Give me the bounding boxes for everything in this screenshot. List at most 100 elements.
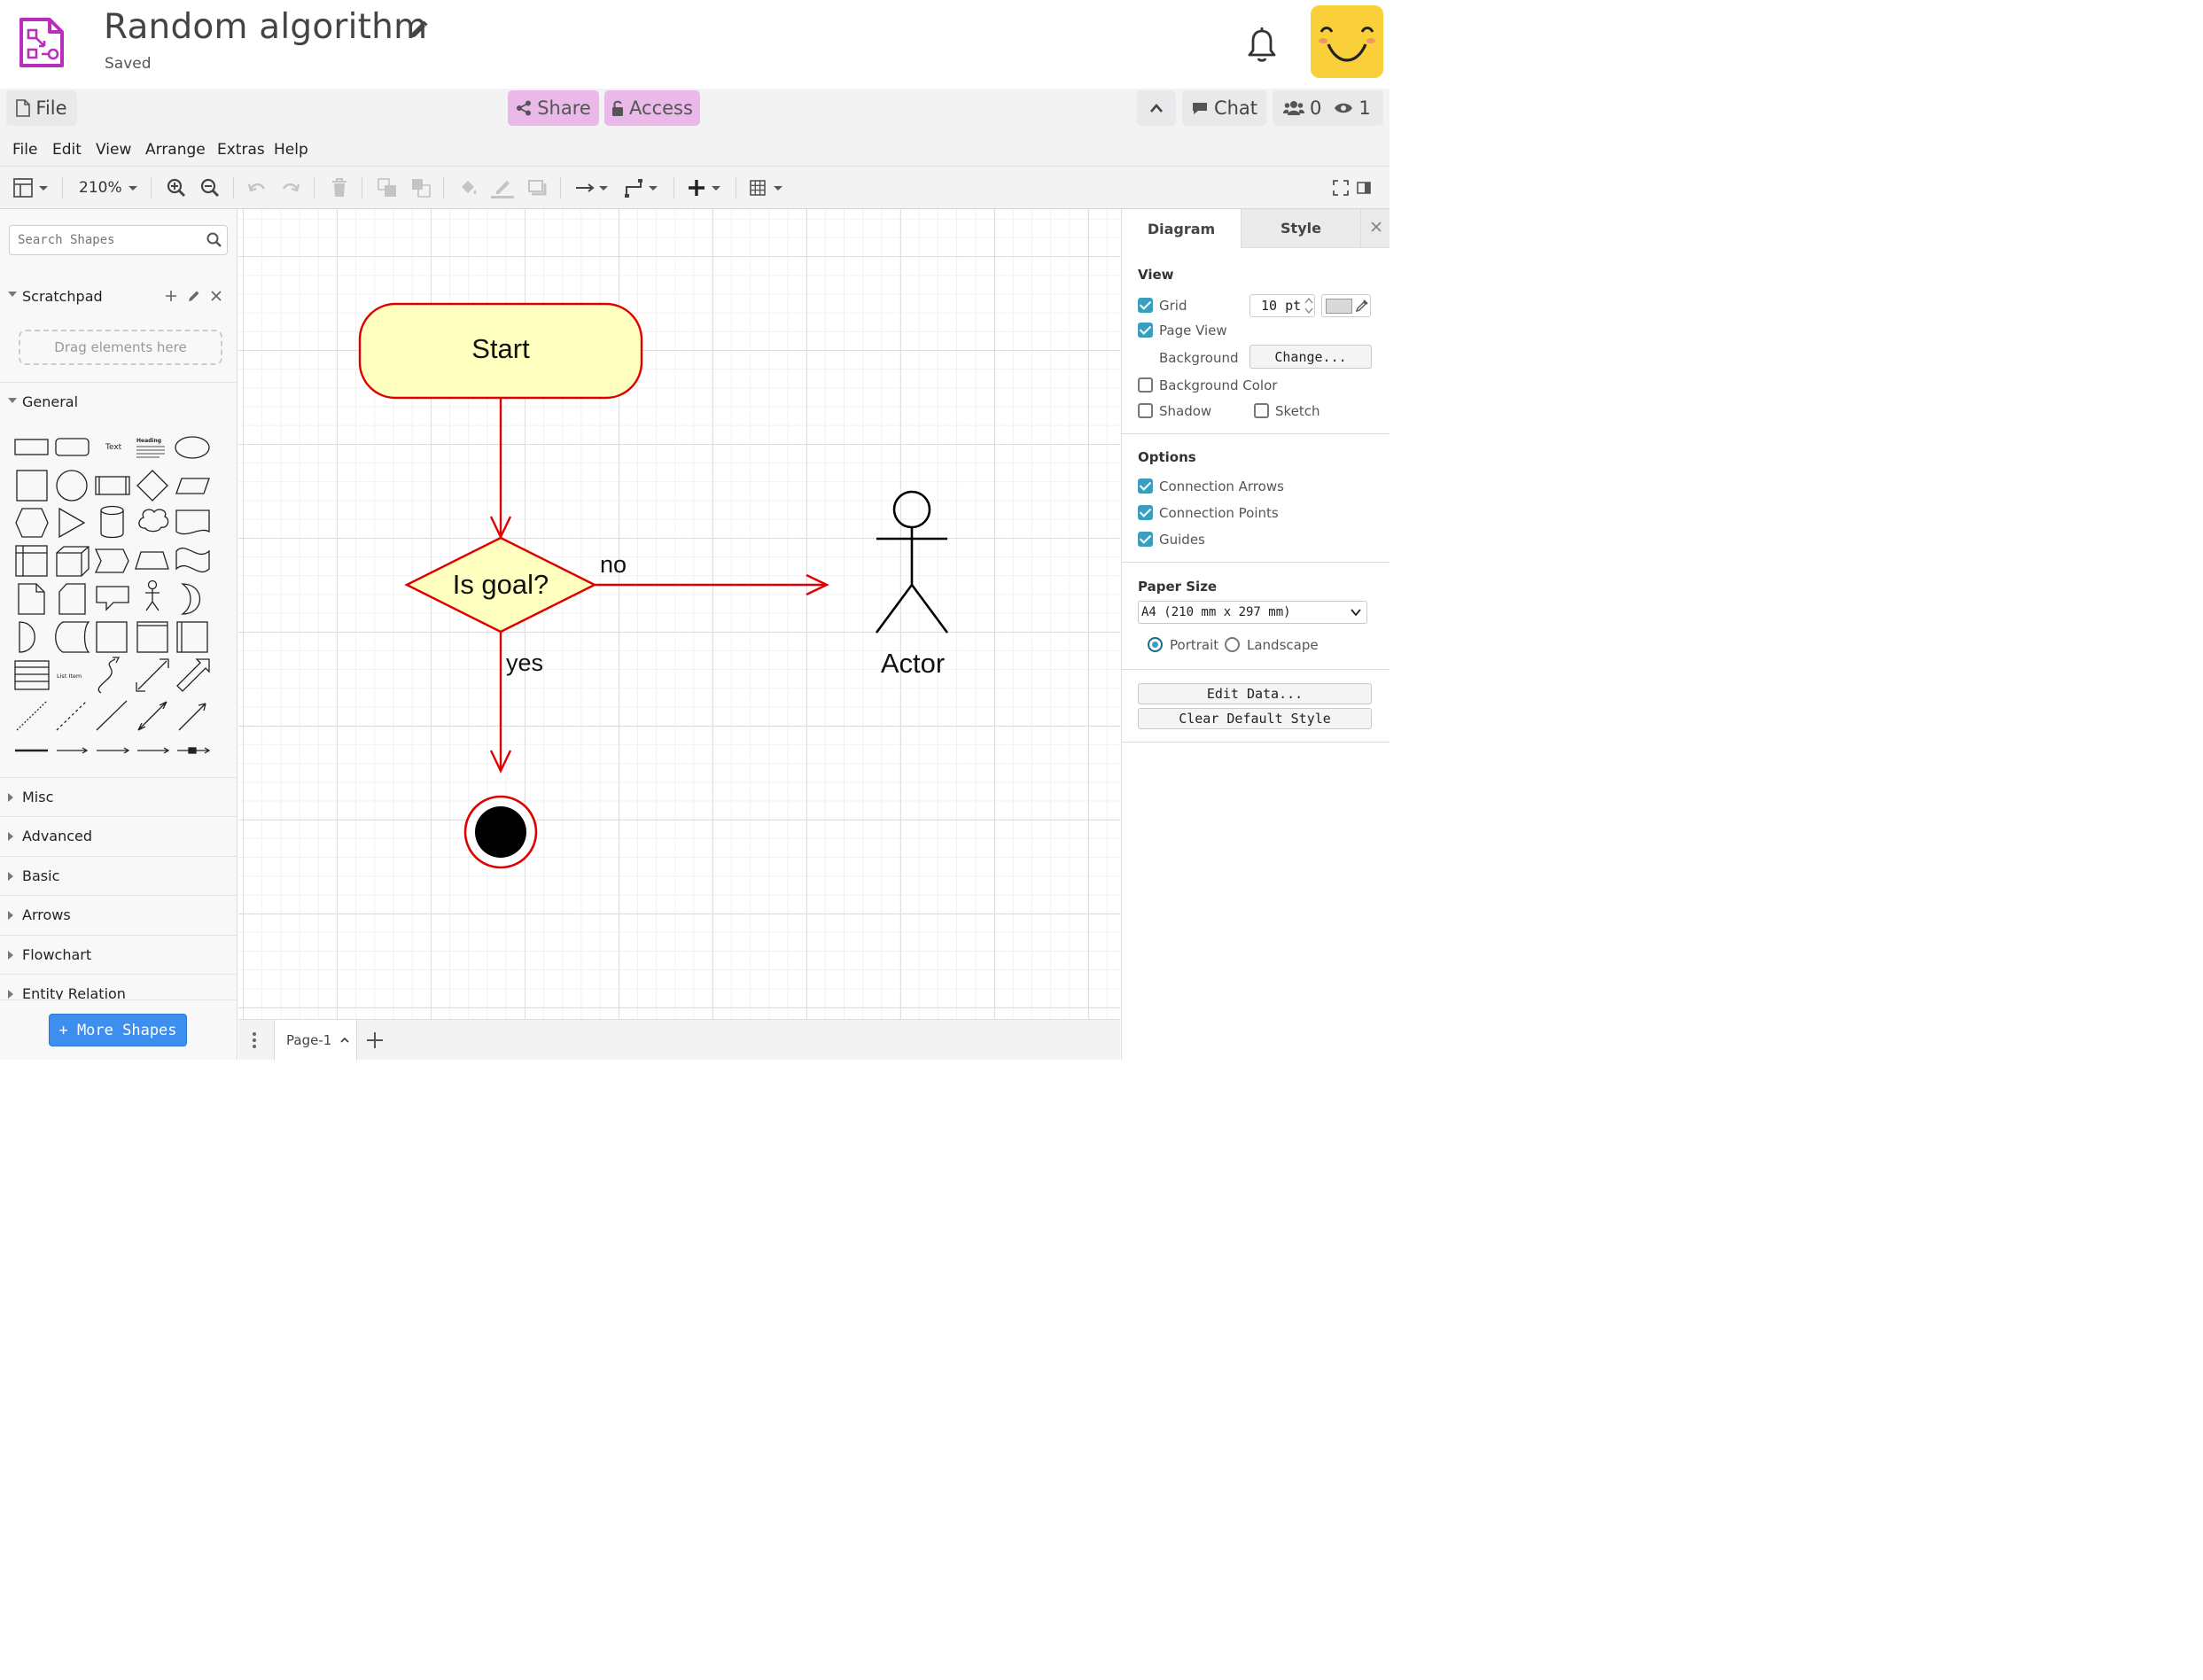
shadow-label: Shadow xyxy=(1159,403,1212,419)
background-label: Background xyxy=(1159,350,1239,366)
edge-arrowhead xyxy=(489,750,512,774)
toggle-format-panel-button[interactable] xyxy=(1356,177,1372,198)
change-background-button[interactable]: Change... xyxy=(1249,345,1372,369)
viewers-count: 1 xyxy=(1358,97,1371,119)
sidebar-section-flowchart[interactable]: Flowchart xyxy=(0,935,237,974)
insert-dropdown[interactable] xyxy=(687,177,724,198)
page-menu-icon[interactable] xyxy=(249,1031,260,1050)
app-logo-icon[interactable] xyxy=(18,18,66,67)
collaborators-button[interactable]: 0 1 xyxy=(1273,90,1383,126)
edit-data-button[interactable]: Edit Data... xyxy=(1138,683,1372,704)
connection-points-checkbox[interactable] xyxy=(1138,505,1153,520)
access-button[interactable]: Access xyxy=(604,90,700,126)
chevron-up-icon xyxy=(1150,104,1163,113)
section-label: Misc xyxy=(22,789,54,805)
shadow-button[interactable] xyxy=(527,177,547,198)
actor-node[interactable] xyxy=(875,490,949,634)
waypoints-dropdown[interactable] xyxy=(624,177,661,198)
zoom-in-icon xyxy=(167,178,185,197)
undo-icon xyxy=(247,183,266,192)
connection-style-dropdown[interactable] xyxy=(574,177,611,198)
fill-color-button[interactable] xyxy=(458,177,479,198)
sketch-label: Sketch xyxy=(1275,403,1320,419)
sidebar-section-misc[interactable]: Misc xyxy=(0,777,237,816)
zoom-dropdown[interactable]: 210% xyxy=(79,177,144,198)
save-status: Saved xyxy=(105,55,152,73)
add-icon[interactable] xyxy=(165,290,177,302)
to-back-button[interactable] xyxy=(411,177,431,198)
end-node-core xyxy=(475,806,526,858)
notification-bell-icon[interactable] xyxy=(1241,23,1283,66)
grid-size-input[interactable]: 10 pt xyxy=(1249,294,1315,317)
edit-pencil-icon[interactable] xyxy=(187,289,201,303)
page-view-checkbox[interactable] xyxy=(1138,323,1153,338)
collapse-header-button[interactable] xyxy=(1137,90,1176,126)
redo-button[interactable] xyxy=(281,177,300,198)
app-header: Random algorithm Saved xyxy=(0,0,1390,89)
undo-button[interactable] xyxy=(247,177,267,198)
general-header[interactable]: General xyxy=(0,382,237,421)
actor-label: Actor xyxy=(881,648,945,679)
eyedropper-icon xyxy=(1355,299,1368,313)
zoom-out-icon xyxy=(200,178,219,197)
document-title[interactable]: Random algorithm xyxy=(104,7,428,47)
arrow-right-icon xyxy=(576,183,608,192)
scratchpad-drop-zone[interactable]: Drag elements here xyxy=(19,330,222,365)
connection-arrows-checkbox[interactable] xyxy=(1138,478,1153,494)
scratchpad-title: Scratchpad xyxy=(22,287,103,305)
menu-edit[interactable]: Edit xyxy=(52,141,82,159)
more-shapes-button[interactable]: + More Shapes xyxy=(49,1014,187,1046)
portrait-radio[interactable] xyxy=(1148,637,1163,652)
connection-arrows-label: Connection Arrows xyxy=(1159,478,1284,494)
delete-button[interactable] xyxy=(331,177,348,198)
user-avatar[interactable] xyxy=(1311,5,1383,78)
zoom-in-button[interactable] xyxy=(167,177,186,198)
guides-checkbox[interactable] xyxy=(1138,532,1153,547)
paper-size-select[interactable]: A4 (210 mm x 297 mm) xyxy=(1138,601,1367,624)
sidebar-section-arrows[interactable]: Arrows xyxy=(0,895,237,934)
close-panel-icon[interactable] xyxy=(1371,222,1382,232)
zoom-out-button[interactable] xyxy=(200,177,220,198)
diagram-canvas[interactable]: Start Is goal? no yes Actor xyxy=(238,209,1120,1019)
menu-bar: File Edit View Arrange Extras Help xyxy=(0,133,1390,167)
menu-extras[interactable]: Extras xyxy=(217,141,265,159)
clear-default-style-button[interactable]: Clear Default Style xyxy=(1138,708,1372,729)
menu-help[interactable]: Help xyxy=(274,141,308,159)
fullscreen-button[interactable] xyxy=(1332,177,1350,198)
menu-arrange[interactable]: Arrange xyxy=(145,141,206,159)
section-label: Flowchart xyxy=(22,946,92,963)
menu-view[interactable]: View xyxy=(96,141,132,159)
sketch-checkbox[interactable] xyxy=(1254,403,1269,418)
add-page-icon[interactable] xyxy=(365,1031,385,1050)
sidebar-section-basic[interactable]: Basic xyxy=(0,856,237,895)
grid-size-stepper-icon[interactable] xyxy=(1304,295,1314,316)
pencil-line-icon xyxy=(491,181,514,198)
chevron-down-icon xyxy=(128,186,137,191)
tab-diagram[interactable]: Diagram xyxy=(1122,209,1241,248)
line-color-button[interactable] xyxy=(491,177,514,198)
tab-style[interactable]: Style xyxy=(1241,209,1360,248)
sidebar-section-advanced[interactable]: Advanced xyxy=(0,816,237,855)
search-shapes-input[interactable] xyxy=(9,225,228,255)
shadow-icon xyxy=(528,180,547,196)
edit-title-pencil-icon[interactable] xyxy=(408,19,429,41)
view-panels-dropdown[interactable] xyxy=(12,177,51,198)
section-label: Arrows xyxy=(22,906,71,923)
close-icon[interactable] xyxy=(211,291,222,301)
chat-button[interactable]: Chat xyxy=(1182,90,1266,126)
page-tab[interactable]: Page-1 xyxy=(274,1020,357,1061)
background-color-checkbox[interactable] xyxy=(1138,377,1153,393)
landscape-radio[interactable] xyxy=(1225,637,1240,652)
general-shapes-palette[interactable]: Text Heading List Item xyxy=(0,422,237,776)
file-button[interactable]: File xyxy=(6,90,77,126)
sidebar-section-entity-relation[interactable]: Entity Relation xyxy=(0,974,237,1013)
table-dropdown[interactable] xyxy=(749,177,786,198)
search-icon[interactable] xyxy=(206,232,222,248)
to-front-button[interactable] xyxy=(378,177,397,198)
grid-color-button[interactable] xyxy=(1321,294,1371,317)
scratchpad-header[interactable]: Scratchpad xyxy=(0,276,237,315)
share-button[interactable]: Share xyxy=(508,90,599,126)
menu-file[interactable]: File xyxy=(12,141,38,159)
shadow-checkbox[interactable] xyxy=(1138,403,1153,418)
grid-checkbox[interactable] xyxy=(1138,298,1153,313)
